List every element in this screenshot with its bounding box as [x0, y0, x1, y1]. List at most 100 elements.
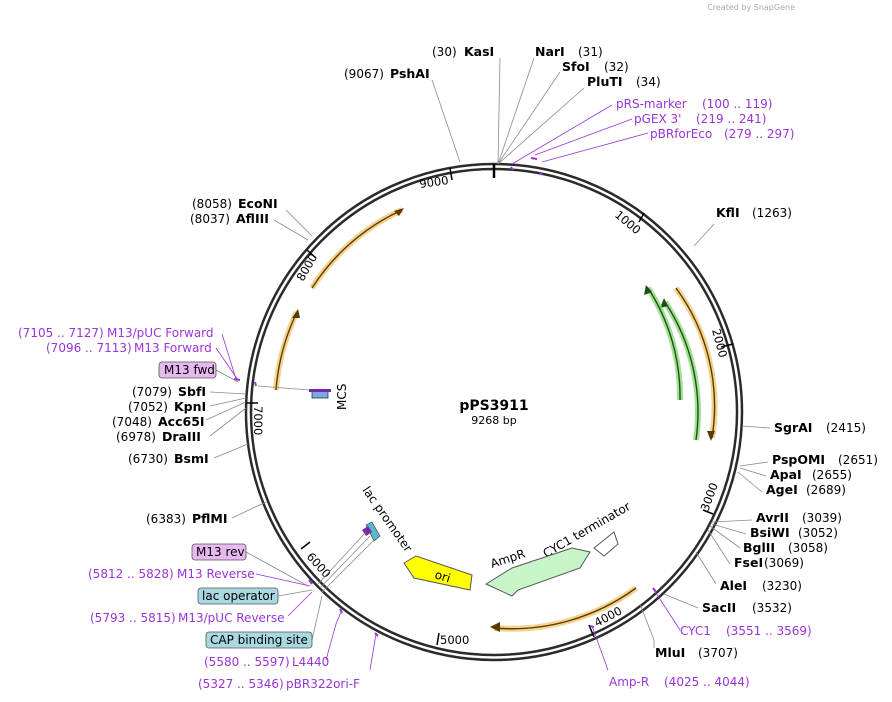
cyc1-ampr-features: CYC1 terminator AmpR ori	[403, 499, 633, 597]
leader-mlui	[639, 603, 655, 648]
primer-ampr-name: Amp-R	[609, 675, 649, 689]
lac-leader-3	[321, 539, 375, 593]
tick-9000	[449, 167, 453, 181]
site-pshai-name: PshAI	[390, 66, 430, 81]
leader-agei	[737, 471, 763, 493]
orf-green-2-head	[644, 285, 652, 295]
site-agei-pos: (2689)	[806, 483, 846, 497]
site-nari-name: NarI	[535, 44, 565, 59]
leader-m13-reverse	[255, 573, 311, 587]
site-fsei-name: FseI	[734, 555, 763, 570]
site-bsmi-name: BsmI	[174, 451, 209, 466]
primer-m13-reverse-name: M13 Reverse	[177, 567, 255, 581]
site-pluti-pos: (34)	[636, 75, 661, 89]
mcs-leader	[257, 385, 310, 391]
orf-top-left	[311, 209, 403, 289]
primer-mark-pgex	[530, 157, 538, 160]
leader-pluti	[497, 87, 585, 165]
tick-6000	[300, 541, 311, 550]
leader-cap	[311, 595, 323, 641]
primer-m13puc-rev-name: M13/pUC Reverse	[178, 611, 285, 625]
primer-m13-reverse-range: (5812 .. 5828)	[88, 567, 174, 581]
snapgene-watermark: Created by SnapGene	[707, 3, 795, 12]
site-sacii-name: SacII	[702, 600, 736, 615]
site-kasi-pos: (30)	[432, 45, 457, 59]
cap-site-box-label: CAP binding site	[210, 633, 308, 647]
site-draiii-pos: (6978)	[116, 430, 156, 444]
site-econi-pos: (8058)	[192, 197, 232, 211]
site-bglii-pos: (3058)	[788, 541, 828, 555]
primer-mark-m13fwd2	[254, 381, 257, 387]
leader-m13-fwd	[215, 347, 239, 381]
orf-top-left-head	[394, 208, 404, 216]
leader-nari	[497, 57, 535, 165]
primer-mark-l4440	[339, 608, 343, 614]
site-mlui-pos: (3707)	[698, 646, 738, 660]
site-sgrai-name: SgrAI	[774, 420, 812, 435]
primer-ampr-range: (4025 .. 4044)	[664, 675, 750, 689]
tick-label-9000: 9000	[418, 173, 449, 191]
primer-m13-fwd-range: (7096 .. 7113)	[46, 341, 132, 355]
leader-pbr322	[369, 633, 377, 671]
primer-l4440-name: L4440	[292, 655, 329, 669]
site-bsiwi-name: BsiWI	[750, 525, 790, 540]
primer-mark-prs	[510, 166, 514, 171]
leader-bsmi	[213, 443, 249, 459]
lac-promoter-box	[365, 521, 381, 542]
orf-left-glow	[273, 310, 300, 391]
plasmid-size: 9268 bp	[471, 414, 516, 427]
tick-label-7000: 7000	[251, 406, 265, 435]
orf-top-left-glow	[309, 207, 404, 290]
primer-mark-m13rev	[308, 579, 313, 585]
primer-pbr322-name: pBR322ori-F	[286, 677, 360, 691]
leader-kpni	[209, 397, 247, 407]
site-sgrai-pos: (2415)	[826, 421, 866, 435]
site-sacii-pos: (3532)	[752, 601, 792, 615]
m13-rev-box-label: M13 rev	[196, 545, 245, 559]
leader-m13puc-fwd	[221, 333, 237, 380]
primer-mark-cyc1	[652, 587, 657, 593]
primer-pbr-name: pBRforEco	[650, 127, 712, 141]
site-afliii-pos: (8037)	[190, 212, 230, 226]
site-kfli-name: KflI	[716, 205, 740, 220]
primer-mark-pbr	[539, 171, 543, 176]
orf-bottom	[493, 587, 637, 630]
site-agei-name: AgeI	[766, 482, 798, 497]
orf-right-head	[707, 431, 715, 441]
primer-m13puc-rev-range: (5793 .. 5815)	[90, 611, 176, 625]
leader-fsei	[707, 529, 731, 565]
site-kpni-pos: (7052)	[128, 400, 168, 414]
site-apai-pos: (2655)	[812, 468, 852, 482]
lac-promoter-label: lac promoter	[360, 484, 416, 555]
leader-sacii	[663, 593, 699, 609]
site-apai-name: ApaI	[770, 467, 802, 482]
leader-prs	[511, 104, 613, 165]
site-sbfi-name: SbfI	[178, 384, 206, 399]
primer-cyc1-range: (3551 .. 3569)	[726, 624, 812, 638]
orf-right	[675, 287, 716, 439]
site-kfli-pos: (1263)	[752, 206, 792, 220]
m13-fwd-box	[158, 361, 217, 379]
site-labels: (30) KasI NarI (31) SfoI (32) PluTI (34)…	[18, 44, 878, 691]
leader-psppomi	[739, 461, 769, 467]
primer-l4440-range: (5580 .. 5597)	[204, 655, 290, 669]
site-econi-name: EcoNI	[238, 196, 278, 211]
leader-m13rev-box	[245, 551, 309, 587]
leader-pbr	[541, 132, 649, 163]
primer-mark-pbr322	[374, 632, 379, 637]
leader-sgrai	[741, 425, 771, 429]
site-sbfi-pos: (7079)	[132, 385, 172, 399]
leader-pshai	[431, 79, 461, 163]
site-avrii-name: AvrII	[756, 510, 789, 525]
leader-cyc1	[653, 589, 681, 631]
m13-rev-box	[191, 543, 247, 561]
mcs-feature: MCS	[257, 384, 349, 410]
primer-pgex-range: (219 .. 241)	[696, 112, 766, 126]
primer-cyc1-name: CYC1	[680, 624, 711, 638]
site-pspomi-pos: (2651)	[838, 453, 878, 467]
site-pflmi-pos: (6383)	[146, 512, 186, 526]
site-sfoi-name: SfoI	[562, 59, 590, 74]
tick-label-2000: 2000	[709, 327, 730, 359]
site-pshai-pos: (9067)	[344, 67, 384, 81]
orf-left-head	[292, 309, 300, 318]
